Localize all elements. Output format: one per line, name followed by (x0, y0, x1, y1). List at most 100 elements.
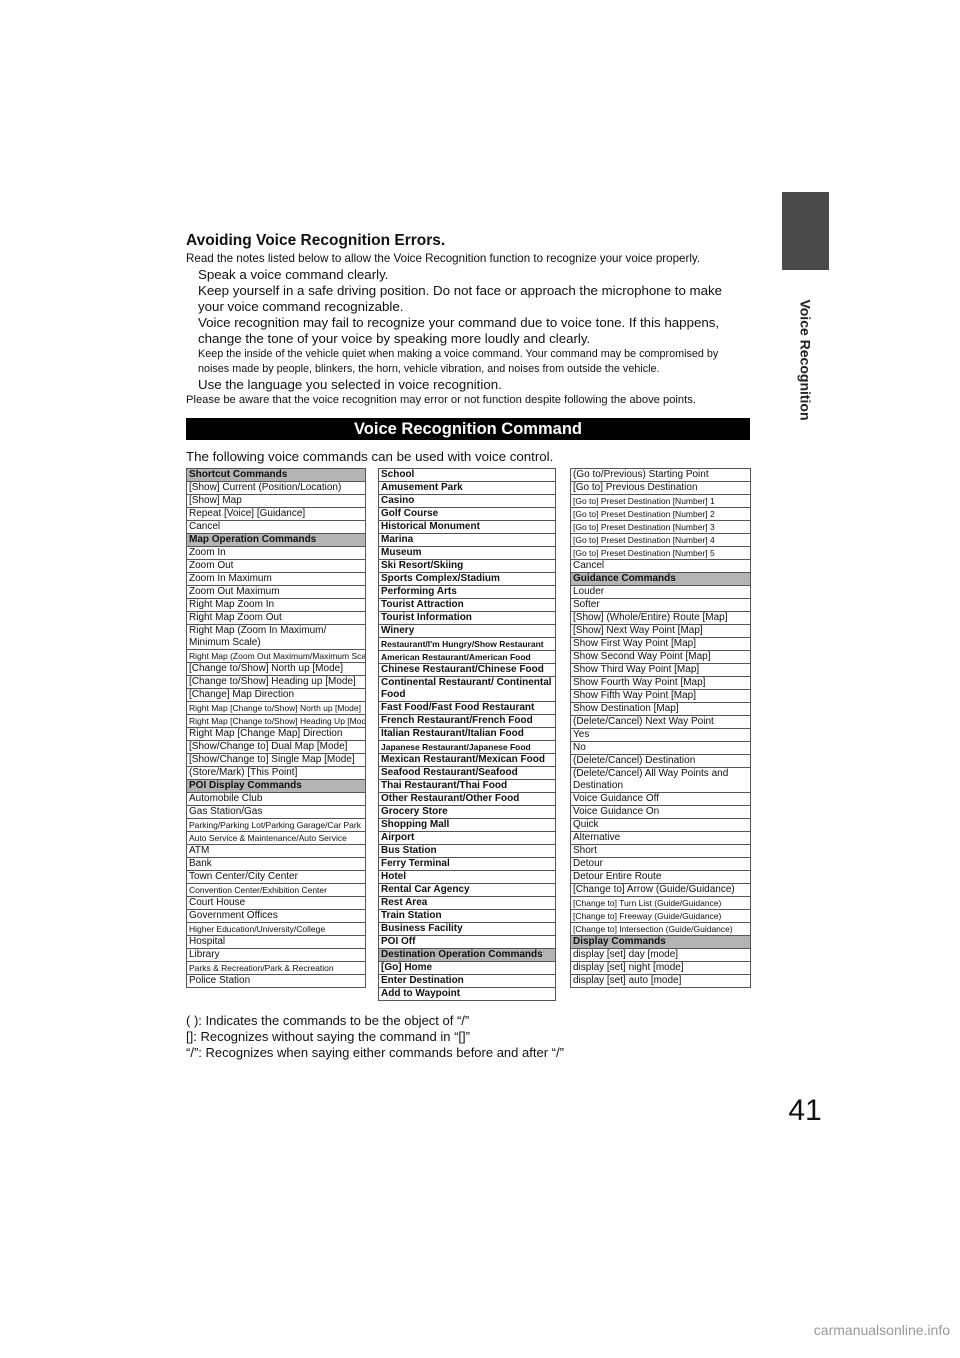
command-row: Library (187, 949, 365, 962)
errors-heading: Avoiding Voice Recognition Errors. (186, 232, 446, 249)
command-row: Short (571, 845, 750, 858)
command-row: Right Map [Change to/Show] Heading Up [M… (187, 716, 365, 728)
command-row: Repeat [Voice] [Guidance] (187, 508, 365, 521)
command-row: [Go to] Previous Destination (571, 482, 750, 495)
command-row: [Show/Change to] Single Map [Mode] (187, 754, 365, 767)
page-content: Avoiding Voice Recognition Errors. Read … (186, 232, 751, 1061)
command-row: Winery (379, 625, 555, 638)
command-row: Sports Complex/Stadium (379, 573, 555, 586)
command-row: Show Destination [Map] (571, 703, 750, 716)
command-row: [Show] Map (187, 495, 365, 508)
command-row: Town Center/City Center (187, 871, 365, 884)
command-row: Government Offices (187, 910, 365, 923)
command-row: Voice Guidance Off (571, 793, 750, 806)
command-row: [Change to] Freeway (Guide/Guidance) (571, 910, 750, 923)
command-row: Detour (571, 858, 750, 871)
command-row: [Go to] Preset Destination [Number] 1 (571, 495, 750, 508)
command-row: Thai Restaurant/Thai Food (379, 780, 555, 793)
command-row: Italian Restaurant/Italian Food (379, 728, 555, 741)
command-row: Zoom In (187, 547, 365, 560)
command-row: Rental Car Agency (379, 884, 555, 897)
section-tab-marker (782, 192, 829, 270)
command-row: POI Off (379, 936, 555, 949)
command-row: Bus Station (379, 845, 555, 858)
command-row: Add to Waypoint (379, 988, 555, 1001)
page-number: 41 (788, 1094, 822, 1127)
command-row: Show Fourth Way Point [Map] (571, 677, 750, 690)
command-row: No (571, 742, 750, 755)
command-row: (Store/Mark) [This Point] (187, 767, 365, 780)
command-column-3: (Go to/Previous) Starting Point[Go to] P… (570, 468, 751, 988)
command-row: display [set] auto [mode] (571, 975, 750, 988)
command-row: [Change to] Turn List (Guide/Guidance) (571, 897, 750, 910)
command-category-header: Display Commands (571, 936, 750, 949)
footnote: “/”: Recognizes when saying either comma… (186, 1045, 564, 1060)
command-row: [Show] (Whole/Entire) Route [Map] (571, 612, 750, 625)
command-row: Alternative (571, 832, 750, 845)
command-category-header: Destination Operation Commands (379, 949, 555, 962)
command-row: French Restaurant/French Food (379, 715, 555, 728)
command-row: [Go to] Preset Destination [Number] 4 (571, 534, 750, 547)
command-row: Show Fifth Way Point [Map] (571, 690, 750, 703)
command-row: Higher Education/University/College (187, 923, 365, 936)
command-row: Zoom Out Maximum (187, 586, 365, 599)
command-row: [Show] Current (Position/Location) (187, 482, 365, 495)
command-row: Seafood Restaurant/Seafood (379, 767, 555, 780)
command-row: [Change to] Intersection (Guide/Guidance… (571, 923, 750, 936)
watermark: carmanualsonline.info (813, 1322, 950, 1338)
errors-intro: Read the notes listed below to allow the… (186, 252, 701, 265)
command-row: [Go to] Preset Destination [Number] 3 (571, 521, 750, 534)
errors-bullet: Speak a voice command clearly. (198, 267, 389, 282)
command-row: Ferry Terminal (379, 858, 555, 871)
command-row: Fast Food/Fast Food Restaurant (379, 702, 555, 715)
command-row: Parking/Parking Lot/Parking Garage/Car P… (187, 819, 365, 832)
command-column-1: Shortcut Commands[Show] Current (Positio… (186, 468, 366, 988)
command-row: Shopping Mall (379, 819, 555, 832)
command-row: Historical Monument (379, 521, 555, 534)
command-row: Parks & Recreation/Park & Recreation (187, 962, 365, 975)
command-row: Automobile Club (187, 793, 365, 806)
section-tab-label: Voice Recognition (798, 299, 814, 421)
command-row: display [set] night [mode] (571, 962, 750, 975)
command-columns: Shortcut Commands[Show] Current (Positio… (186, 468, 751, 1013)
command-row: (Delete/Cancel) Destination (571, 755, 750, 768)
footnotes: ( ): Indicates the commands to be the ob… (186, 1013, 750, 1061)
command-row: Show Third Way Point [Map] (571, 664, 750, 677)
command-row: Tourist Attraction (379, 599, 555, 612)
command-category-header: Shortcut Commands (187, 469, 365, 482)
command-row: Show Second Way Point [Map] (571, 651, 750, 664)
errors-bullet: Voice recognition may fail to recognize … (198, 315, 720, 346)
command-row: Quick (571, 819, 750, 832)
command-row: Museum (379, 547, 555, 560)
errors-bullet: Use the language you selected in voice r… (198, 377, 502, 392)
command-row: Cancel (571, 560, 750, 573)
command-row: Performing Arts (379, 586, 555, 599)
command-row: ATM (187, 845, 365, 858)
command-row: Grocery Store (379, 806, 555, 819)
command-row: (Delete/Cancel) Next Way Point (571, 716, 750, 729)
command-row: Right Map [Change Map] Direction (187, 728, 365, 741)
command-row: Show First Way Point [Map] (571, 638, 750, 651)
errors-bullet: Keep the inside of the vehicle quiet whe… (198, 348, 719, 375)
command-row: Casino (379, 495, 555, 508)
command-row: Rest Area (379, 897, 555, 910)
command-row: Voice Guidance On (571, 806, 750, 819)
command-row: Airport (379, 832, 555, 845)
command-row: Right Map Zoom In (187, 599, 365, 612)
command-row: (Delete/Cancel) All Way Points and Desti… (571, 768, 750, 793)
command-row: [Show] Next Way Point [Map] (571, 625, 750, 638)
errors-note: Please be aware that the voice recogniti… (186, 394, 696, 406)
command-row: Cancel (187, 521, 365, 534)
command-category-header: Guidance Commands (571, 573, 750, 586)
command-row: [Change to] Arrow (Guide/Guidance) (571, 884, 750, 897)
commands-intro: The following voice commands can be used… (186, 449, 554, 464)
command-row: Louder (571, 586, 750, 599)
command-row: Other Restaurant/Other Food (379, 793, 555, 806)
command-row: display [set] day [mode] (571, 949, 750, 962)
command-row: Convention Center/Exhibition Center (187, 884, 365, 897)
command-row: Golf Course (379, 508, 555, 521)
command-row: Mexican Restaurant/Mexican Food (379, 754, 555, 767)
command-row: [Change] Map Direction (187, 689, 365, 702)
command-row: Right Map [Change to/Show] North up [Mod… (187, 702, 365, 715)
